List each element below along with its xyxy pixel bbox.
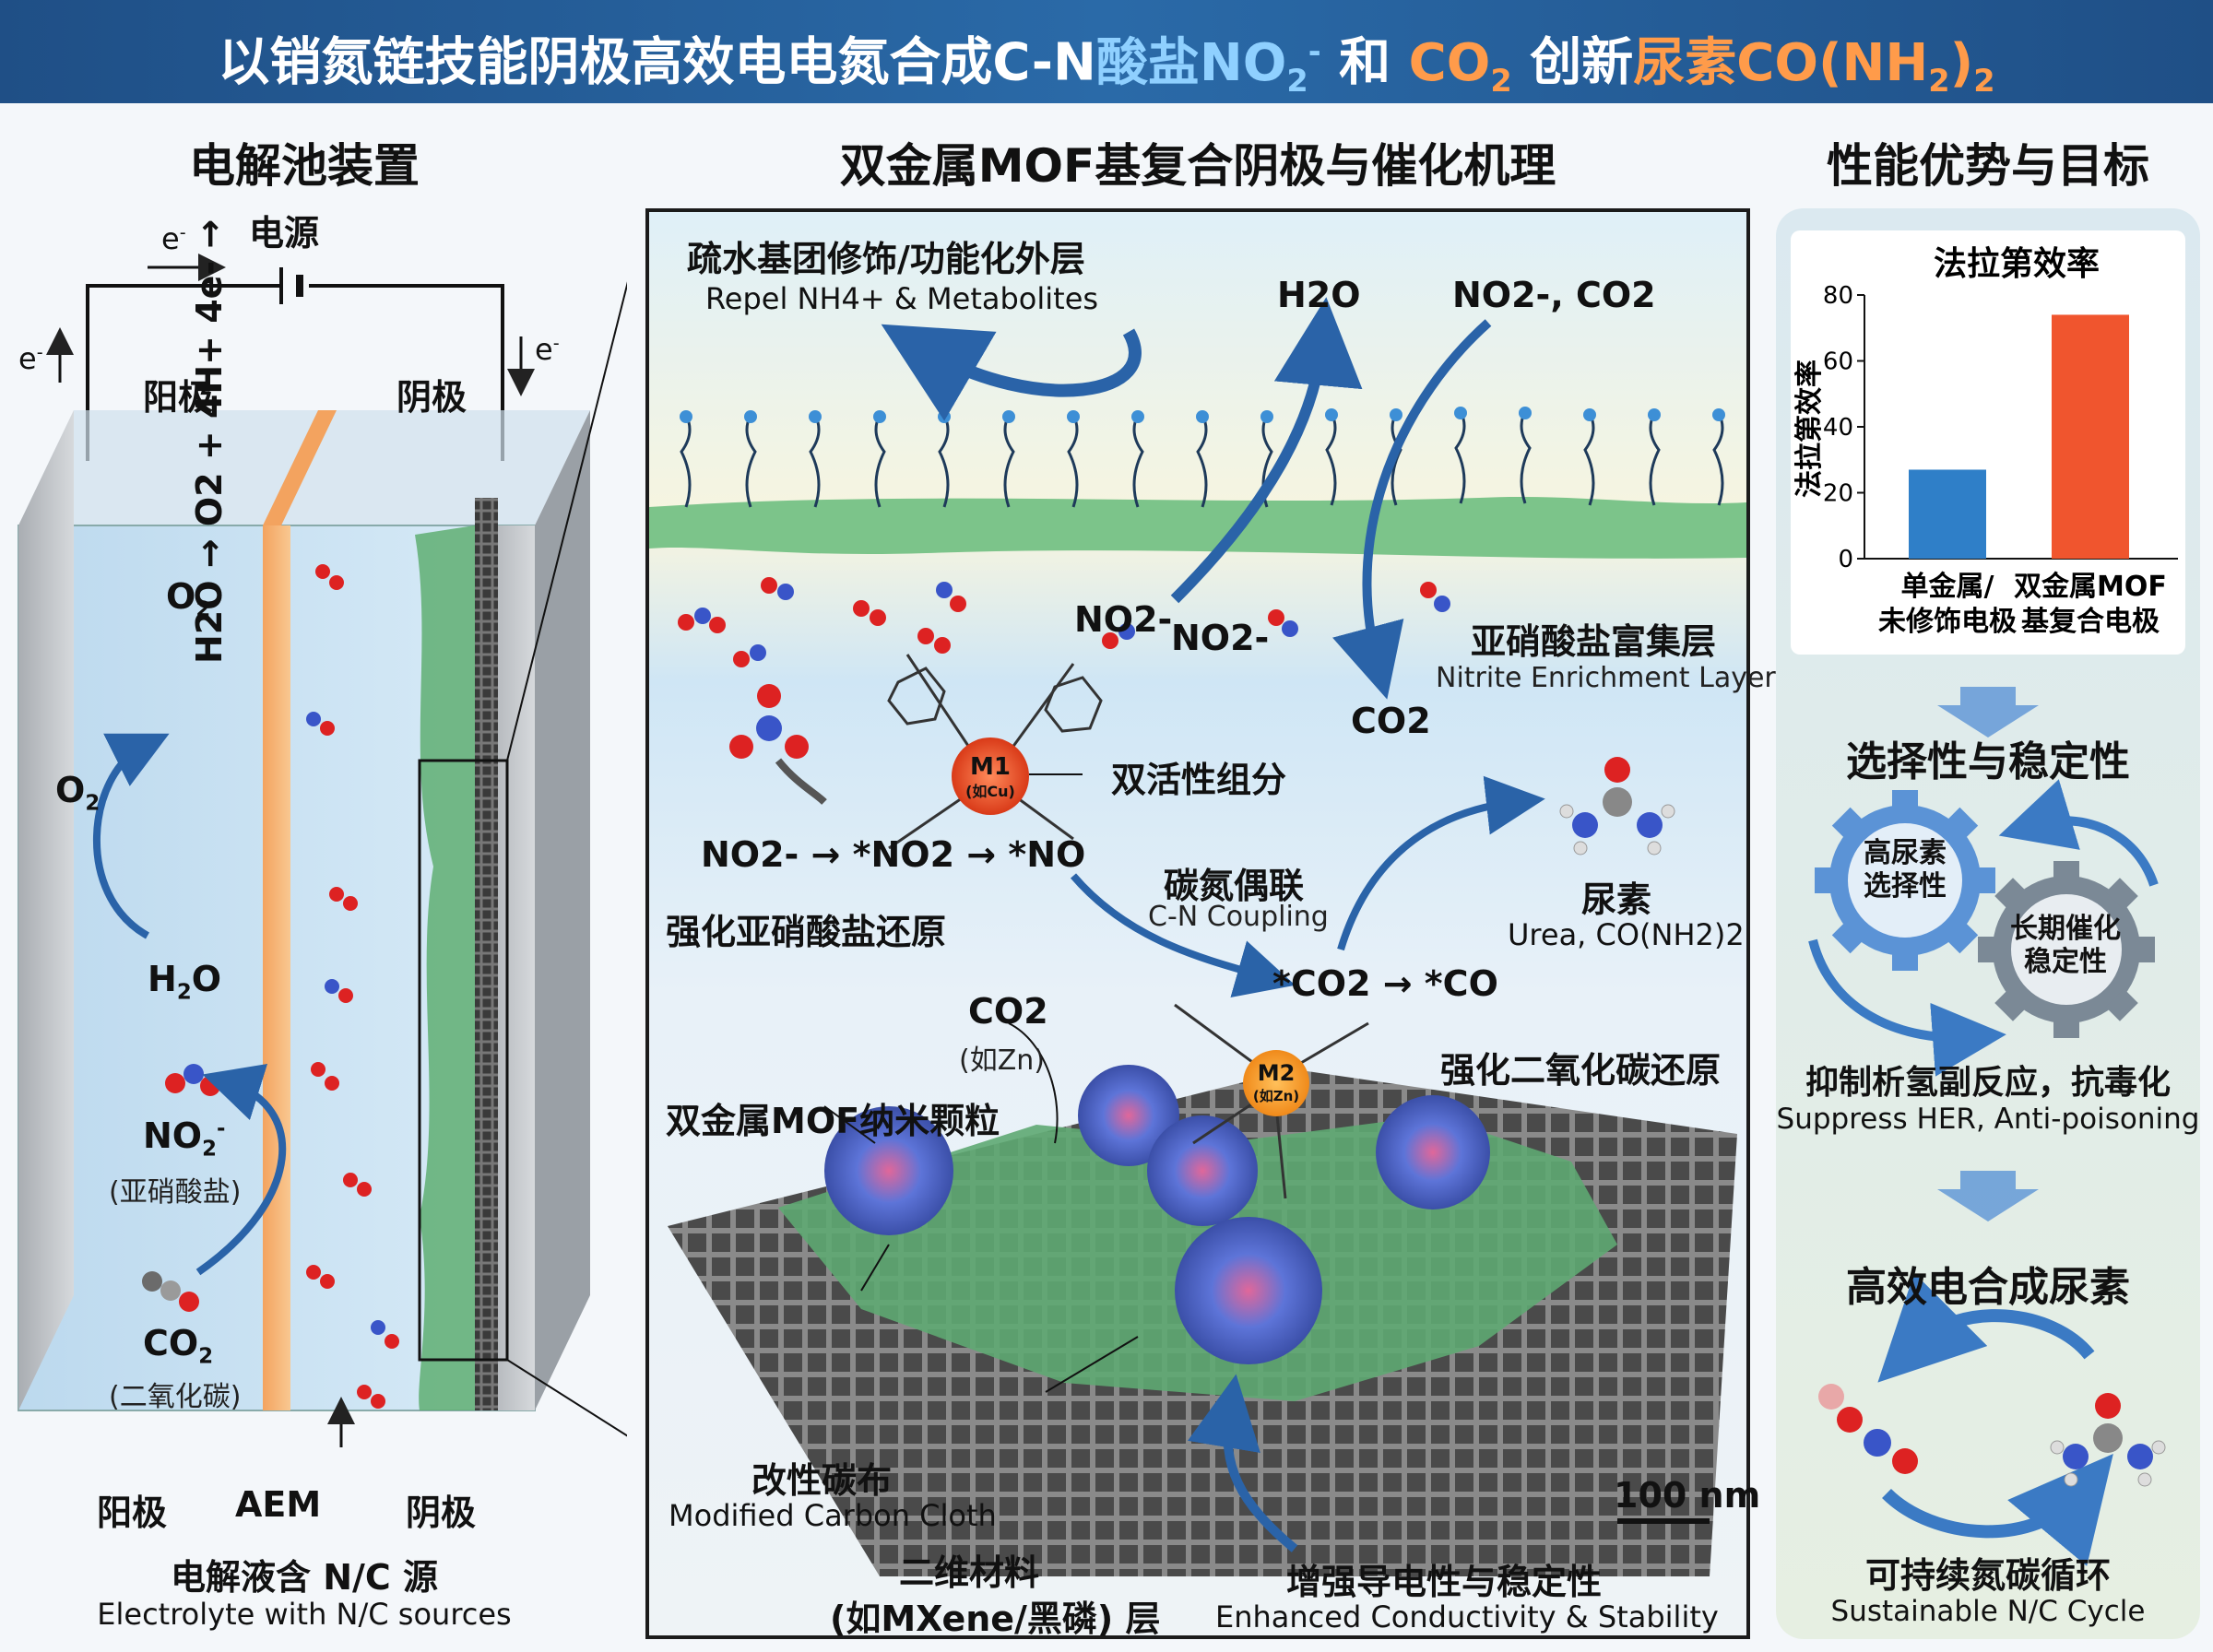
right-panel-graphics xyxy=(1808,687,2166,1566)
co2-zn-sub-label: (如Zn) xyxy=(959,1044,1045,1077)
co2-mid-label: CO2 xyxy=(1351,701,1431,741)
o2-top-label: O2 xyxy=(166,576,211,622)
no2-chain-label: NO2- → *NO2 → *NO xyxy=(701,834,1086,875)
co2-label: CO2 xyxy=(143,1323,214,1369)
urea-cn-label: 尿素 xyxy=(1581,879,1652,920)
cathode-bottom-label: 阴极 xyxy=(406,1493,477,1533)
bar-1 xyxy=(1909,469,1986,559)
material-2d-cn2-label: (如MXene/黑磷) 层 xyxy=(830,1599,1161,1639)
aem-label: AEM xyxy=(235,1484,322,1525)
electron-label-right: e- xyxy=(535,332,560,367)
co2-zn-label: CO2 xyxy=(968,991,1048,1032)
left-panel-title: 电解池装置 xyxy=(189,139,420,193)
y-tick-label: 20 xyxy=(1823,480,1853,508)
cycle-en-label: Sustainable N/C Cycle xyxy=(1830,1595,2146,1628)
selectivity-title: 选择性与稳定性 xyxy=(1846,738,2130,785)
electron-label-left: e- xyxy=(18,341,43,376)
electrolysis-cell-diagram xyxy=(18,254,627,1447)
mechanism-diagram: M1 (如Cu) M2 (如Zn) xyxy=(649,297,1746,1576)
nitrite-layer-cn-label: 亚硝酸盐富集层 xyxy=(1471,621,1717,662)
bar-2 xyxy=(2052,314,2129,559)
no2-label-a: NO2- xyxy=(1074,599,1173,640)
middle-panel-title: 双金属MOF基复合阴极与催化机理 xyxy=(839,139,1556,193)
m2-label: M2 xyxy=(1258,1060,1296,1086)
suppress-cn-label: 抑制析氢副反应，抗毒化 xyxy=(1805,1064,2171,1102)
y-tick-label: 0 xyxy=(1838,546,1853,573)
dual-active-label: 双活性组分 xyxy=(1111,760,1287,800)
synthesis-title: 高效电合成尿素 xyxy=(1846,1264,2130,1311)
hydrophobic-cn-label: 疏水基团修饰/功能化外层 xyxy=(687,239,1085,279)
cathode-top-label: 阴极 xyxy=(396,377,467,418)
m2-sub-label: (如Zn) xyxy=(1253,1088,1299,1104)
m1-sub-label: (如Cu) xyxy=(965,783,1015,800)
scale-bar-label: 100 nm xyxy=(1614,1475,1761,1516)
chart-ylabel: 法拉第效率 xyxy=(1793,360,1826,498)
hydrophobic-en-label: Repel NH4+ & Metabolites xyxy=(705,281,1099,316)
carbon-cloth-en-label: Modified Carbon Cloth xyxy=(669,1498,997,1533)
y-tick-label: 40 xyxy=(1823,414,1853,442)
y-tick-label: 60 xyxy=(1823,348,1853,376)
mof-particles-label: 双金属MOF纳米颗粒 xyxy=(666,1101,1000,1141)
chart-title: 法拉第效率 xyxy=(1934,245,2100,283)
m1-label: M1 xyxy=(970,753,1011,781)
cn-coupling-cn-label: 碳氮偶联 xyxy=(1164,866,1305,906)
electron-label-top: e- xyxy=(161,221,186,256)
co2-cn-label: (二氧化碳) xyxy=(109,1381,242,1413)
anode-bottom-label: 阳极 xyxy=(97,1493,168,1533)
cycle-cn-label: 可持续氮碳循环 xyxy=(1864,1555,2111,1596)
faradaic-efficiency-chart: 法拉第效率 法拉第效率 0 20 40 60 80 单金属/未修饰电极双金属MOF基复合电… xyxy=(1793,245,2178,638)
electrolyte-en-label: Electrolyte with N/C sources xyxy=(97,1597,512,1632)
main-title: 以销氮链技能阴极高效电电氮合成C-N酸盐NO2- 和 CO2 创新尿素CO(NH… xyxy=(218,32,1995,99)
gear1-label: 高尿素选择性 xyxy=(1864,837,1947,903)
enhance-co2-label: 强化二氧化碳还原 xyxy=(1440,1050,1722,1091)
power-source-label: 电源 xyxy=(249,213,320,254)
y-tick-label: 80 xyxy=(1823,282,1853,310)
title-banner xyxy=(0,0,2213,103)
h2o-label: H2O xyxy=(148,959,221,1005)
urea-en-label: Urea, CO(NH2)2 xyxy=(1508,917,1745,952)
x-category-label: 双金属MOF xyxy=(2014,571,2167,603)
right-panel-title: 性能优势与目标 xyxy=(1827,139,2149,193)
carbon-cloth-cn-label: 改性碳布 xyxy=(751,1460,893,1501)
no2-label-b: NO2- xyxy=(1171,618,1270,658)
electrolyte-cn-label: 电解液含 N/C 源 xyxy=(170,1557,439,1598)
cn-coupling-en-label: C-N Coupling xyxy=(1148,901,1329,933)
x-category-label: 未修饰电极 xyxy=(1878,606,2017,638)
no2-label: NO2- xyxy=(143,1115,226,1162)
anode-top-label: 阳极 xyxy=(143,377,214,418)
no2-co2-label: NO2-, CO2 xyxy=(1452,275,1656,315)
suppress-en-label: Suppress HER, Anti-poisoning xyxy=(1776,1103,2200,1136)
h2o-mid-label: H2O xyxy=(1277,275,1361,315)
x-category-label: 基复合电极 xyxy=(2021,606,2160,638)
o2-side-label: O2 xyxy=(55,770,101,816)
conductivity-cn-label: 增强导电性与稳定性 xyxy=(1286,1562,1603,1602)
material-2d-cn1-label: 二维材料 xyxy=(899,1552,1040,1593)
no2-cn-label: (亚硝酸盐) xyxy=(109,1176,242,1209)
enhance-nitrite-label: 强化亚硝酸盐还原 xyxy=(666,912,947,952)
nitrite-layer-en-label: Nitrite Enrichment Layer xyxy=(1436,662,1776,694)
gear2-label: 长期催化稳定性 xyxy=(2010,913,2121,978)
x-category-label: 单金属/ xyxy=(1901,571,1994,603)
co2-chain-label: *CO2 → *CO xyxy=(1272,963,1498,1004)
conductivity-en-label: Enhanced Conductivity & Stability xyxy=(1215,1599,1719,1634)
